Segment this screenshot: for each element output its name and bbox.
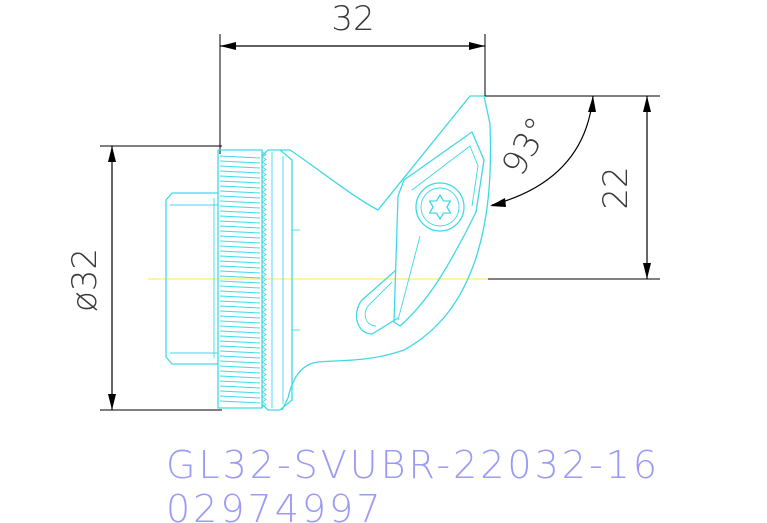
- thread-line: [219, 180, 261, 184]
- height-dimension-label: 22: [596, 166, 636, 209]
- thread-line: [219, 285, 261, 289]
- chip-groove: [355, 269, 399, 335]
- chip-groove-inner: [364, 281, 393, 327]
- thread-line: [219, 265, 261, 269]
- angle-arrow-bottom: [490, 198, 506, 207]
- torx-icon: [428, 194, 452, 220]
- thread-line: [219, 390, 261, 394]
- thread-line: [219, 225, 261, 229]
- thread-line: [219, 370, 261, 374]
- thread-line: [219, 250, 261, 254]
- part-designation: GL32-SVUBR-22032-16: [166, 443, 660, 487]
- thread-line: [219, 400, 261, 404]
- thread-line: [219, 330, 261, 334]
- height-arrow-top: [643, 96, 651, 112]
- thread-line: [219, 175, 261, 179]
- thread-profile: [261, 151, 267, 408]
- thread-line: [219, 355, 261, 359]
- angle-arrow-top: [588, 96, 596, 112]
- thread-line: [219, 300, 261, 304]
- flange: [261, 149, 293, 411]
- width-arrow-right: [469, 42, 485, 50]
- thread-line: [219, 185, 261, 189]
- diameter-arrow-bottom: [108, 394, 116, 410]
- thread-line: [219, 155, 261, 159]
- thread-line: [219, 170, 261, 174]
- thread-line: [219, 380, 261, 384]
- head-body: [280, 95, 492, 411]
- height-arrow-bottom: [643, 263, 651, 279]
- thread-line: [219, 245, 261, 249]
- thread-line: [219, 270, 261, 274]
- thread-line: [219, 205, 261, 209]
- thread-line: [219, 255, 261, 259]
- hex-shank: [165, 192, 218, 365]
- thread-line: [219, 365, 261, 369]
- width-dimension-label: 32: [331, 0, 374, 39]
- thread-line: [219, 230, 261, 234]
- thread-line: [219, 160, 261, 164]
- thread-line: [219, 195, 261, 199]
- width-arrow-left: [220, 42, 236, 50]
- thread-line: [219, 305, 261, 309]
- thread-line: [219, 320, 261, 324]
- insert-edge: [411, 145, 479, 207]
- tool-holder-outline: [165, 95, 492, 411]
- thread-line: [219, 165, 261, 169]
- angle-dimension: 93°: [490, 95, 596, 207]
- thread-line: [219, 290, 261, 294]
- thread-line: [219, 210, 261, 214]
- thread-line: [219, 280, 261, 284]
- width-dimension: 32: [219, 0, 486, 154]
- thread-line: [219, 350, 261, 354]
- thread-line: [219, 215, 261, 219]
- thread-line: [219, 315, 261, 319]
- screw-head: [415, 182, 465, 232]
- thread-line: [219, 190, 261, 194]
- thread-line: [219, 345, 261, 349]
- thread-line: [219, 360, 261, 364]
- thread-line: [219, 235, 261, 239]
- thread-line: [219, 395, 261, 399]
- thread-line: [219, 240, 261, 244]
- thread-body: [217, 149, 263, 409]
- order-number: 02974997: [166, 487, 383, 523]
- thread-line: [219, 375, 261, 379]
- thread-section: [217, 149, 267, 409]
- thread-line: [219, 325, 261, 329]
- insert-outline: [393, 131, 485, 327]
- thread-line: [219, 335, 261, 339]
- diameter-arrow-top: [108, 146, 116, 162]
- thread-line: [219, 340, 261, 344]
- diameter-dimension-label: ø32: [65, 248, 105, 312]
- height-dimension: 22: [485, 95, 660, 280]
- thread-line: [219, 220, 261, 224]
- thread-line: [219, 200, 261, 204]
- thread-line: [219, 295, 261, 299]
- thread-line: [219, 260, 261, 264]
- diameter-dimension: ø32: [65, 145, 222, 411]
- insert-side-line: [397, 235, 421, 321]
- angle-dimension-label: 93°: [494, 110, 559, 182]
- thread-line: [219, 275, 261, 279]
- screw-inner-ring: [420, 187, 460, 227]
- angle-arc: [491, 95, 594, 206]
- thread-line: [219, 385, 261, 389]
- thread-line: [219, 310, 261, 314]
